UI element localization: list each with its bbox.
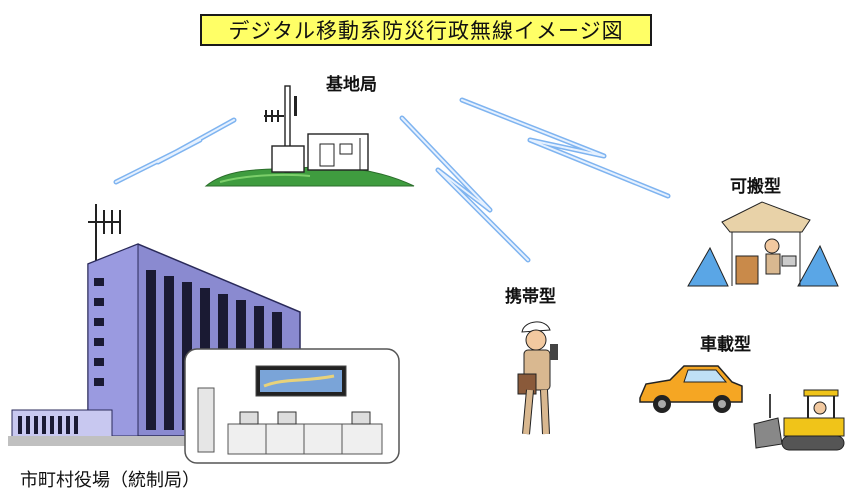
base-station-illustration [204, 85, 415, 187]
city-hall-label: 市町村役場（統制局） [20, 470, 200, 491]
handheld-worker-illustration [517, 321, 558, 435]
car-illustration [639, 365, 743, 413]
vehicle-label: 車載型 [700, 335, 751, 355]
handheld-label: 携帯型 [505, 287, 556, 307]
diagram-title: デジタル移動系防災行政無線イメージ図 [200, 14, 652, 46]
portable-label: 可搬型 [730, 177, 781, 197]
bulldozer-illustration [753, 389, 845, 451]
link-handheld [399, 115, 531, 263]
portable-station-illustration [687, 201, 839, 287]
control-room-inset [184, 348, 400, 464]
base-station-label: 基地局 [326, 75, 377, 95]
